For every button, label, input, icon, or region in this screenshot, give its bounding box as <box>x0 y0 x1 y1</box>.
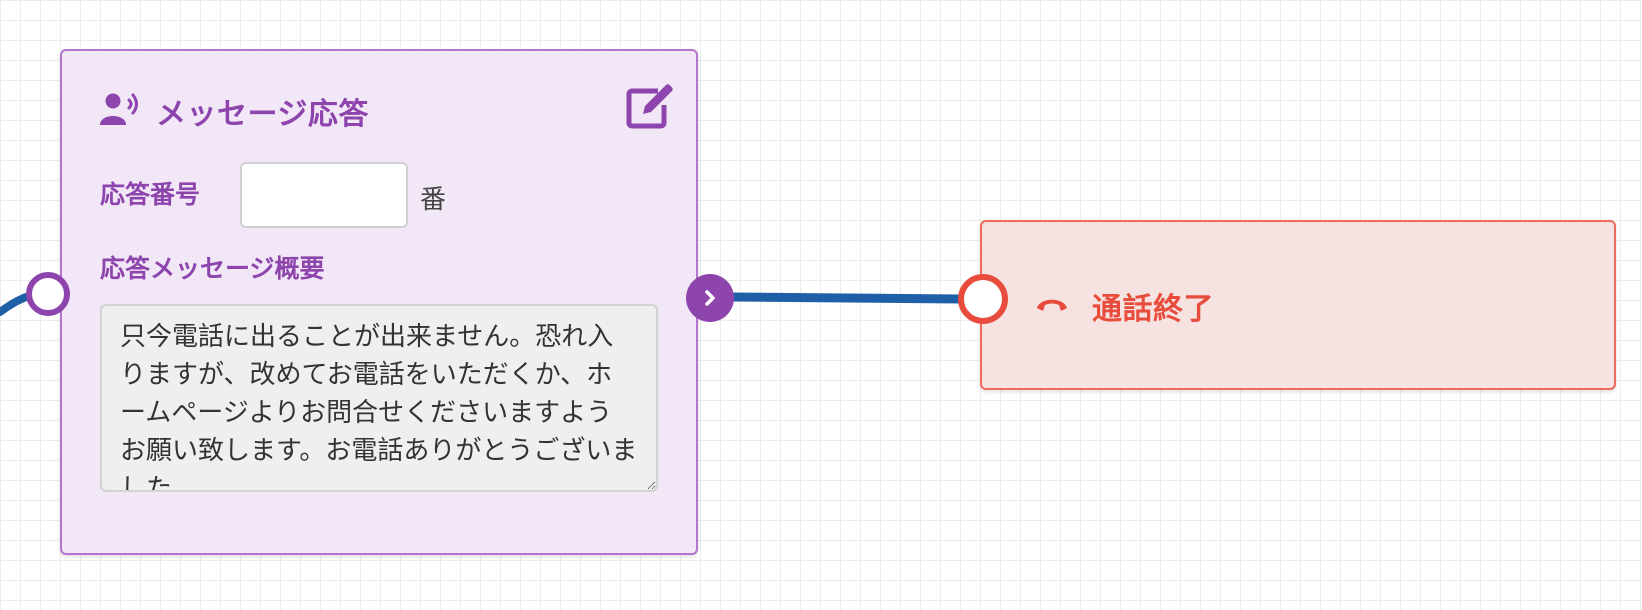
end-call-node[interactable]: 通話終了 <box>980 220 1616 390</box>
message-node-input-port[interactable] <box>26 272 70 316</box>
response-summary-label: 応答メッセージ概要 <box>100 254 325 283</box>
response-number-suffix: 番 <box>420 185 447 215</box>
message-response-node[interactable]: メッセージ応答 応答番号 番 応答メッセージ概要 <box>60 49 698 555</box>
message-node-output-port[interactable] <box>686 274 734 322</box>
message-node-title: メッセージ応答 <box>156 97 369 132</box>
message-node-header: メッセージ応答 <box>100 89 369 133</box>
end-node-input-port[interactable] <box>958 274 1008 324</box>
response-number-label: 応答番号 <box>100 180 201 209</box>
chevron-right-icon <box>705 290 715 306</box>
edit-icon[interactable] <box>624 81 674 131</box>
response-summary-textarea[interactable] <box>100 304 658 492</box>
hang-up-phone-icon <box>1034 294 1070 318</box>
person-speaking-icon <box>100 91 142 131</box>
message-to-end-connector <box>725 292 967 304</box>
response-number-input[interactable] <box>240 162 408 228</box>
end-node-header: 通話終了 <box>1034 284 1214 328</box>
end-node-title: 通話終了 <box>1092 292 1214 327</box>
